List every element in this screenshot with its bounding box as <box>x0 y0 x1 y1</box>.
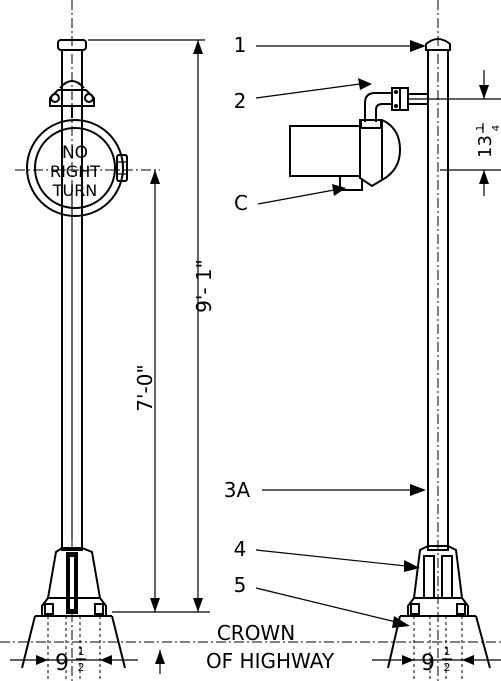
elbow-bracket <box>360 87 429 129</box>
callout-c-label: C <box>234 191 248 215</box>
foundation-left <box>21 615 126 681</box>
sign-text-line2: RIGHT <box>50 162 100 181</box>
signal-head-side <box>289 119 402 191</box>
base-width-dimension-right: 9 1 2 <box>372 645 501 676</box>
bracket-offset-num: 1 <box>475 125 486 131</box>
foundation-right <box>387 615 491 681</box>
sign-height-dimension: 7'-0" <box>112 170 210 613</box>
base-width-right-num: 1 <box>444 645 451 658</box>
pole-base-left <box>41 547 107 617</box>
callout-5: 5 <box>234 573 410 628</box>
sign-text-line1: NO <box>62 143 88 163</box>
base-width-right-den: 2 <box>444 661 451 674</box>
no-right-turn-sign: NO RIGHT TURN <box>26 119 128 217</box>
callout-2: 2 <box>234 78 372 113</box>
overall-height-dimension: 9'- 1" <box>88 39 216 612</box>
pole-shaft-left <box>61 49 83 551</box>
left-elevation: NO RIGHT TURN <box>10 0 216 681</box>
callout-4-label: 4 <box>234 537 247 561</box>
pole-shaft-right <box>427 49 449 551</box>
callout-4: 4 <box>234 537 420 572</box>
sign-height-label: 7'-0" <box>133 364 157 411</box>
callout-2-label: 2 <box>234 89 247 113</box>
callout-5-label: 5 <box>234 573 247 597</box>
sign-text-line3: TURN <box>52 181 98 200</box>
sign-bracket <box>49 80 95 118</box>
right-elevation: 13 1 4 9 1 2 <box>289 0 501 681</box>
highway-label: OF HIGHWAY <box>206 649 335 673</box>
callout-3a: 3A <box>224 478 426 502</box>
callout-3a-label: 3A <box>224 478 251 502</box>
bracket-offset-den: 4 <box>491 125 501 131</box>
bracket-offset-whole: 13 <box>475 135 496 158</box>
callout-1-label: 1 <box>234 33 247 57</box>
crown-label: CROWN <box>217 621 295 645</box>
base-width-dimension-left: 9 1 2 <box>10 645 138 676</box>
base-width-right-whole: 9 <box>421 651 435 676</box>
overall-height-label: 9'- 1" <box>192 259 216 313</box>
base-width-left-num: 1 <box>78 645 85 658</box>
base-width-left-den: 2 <box>78 661 85 674</box>
pole-cap-right <box>425 38 451 51</box>
bracket-offset-dimension: 13 1 4 <box>408 70 501 196</box>
callout-c: C <box>234 184 346 215</box>
base-width-left-whole: 9 <box>55 651 69 676</box>
callout-1: 1 <box>234 33 426 57</box>
